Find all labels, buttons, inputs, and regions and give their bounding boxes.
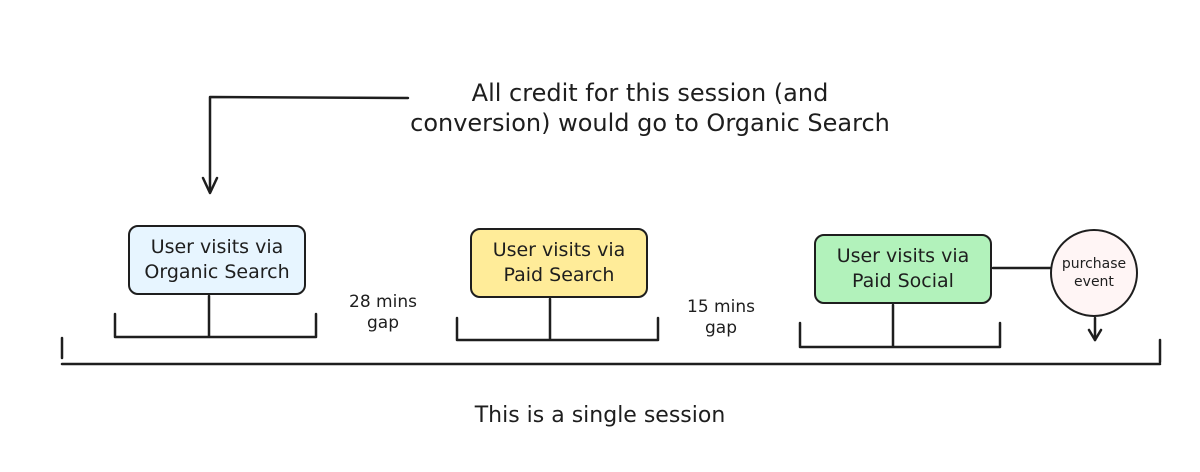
purchase-event-circle: purchase event xyxy=(1050,229,1138,317)
session-caption: This is a single session xyxy=(474,403,726,428)
bracket-organic-search xyxy=(113,294,318,339)
bracket-paid-search xyxy=(455,297,660,342)
gap-label-1: 28 mins gap xyxy=(349,292,417,334)
credit-note: All credit for this session (and convers… xyxy=(410,79,890,137)
credit-arrow-head xyxy=(201,176,219,195)
paid-search-box: User visits via Paid Search xyxy=(470,228,648,298)
organic-search-box: User visits via Organic Search xyxy=(128,225,306,295)
bracket-paid-social xyxy=(798,303,1002,349)
credit-arrow-line xyxy=(208,95,410,194)
gap-label-2: 15 mins gap xyxy=(687,297,755,339)
session-timeline xyxy=(60,336,1162,366)
event-arrow-head xyxy=(1087,328,1103,342)
paid-social-box: User visits via Paid Social xyxy=(814,234,992,304)
